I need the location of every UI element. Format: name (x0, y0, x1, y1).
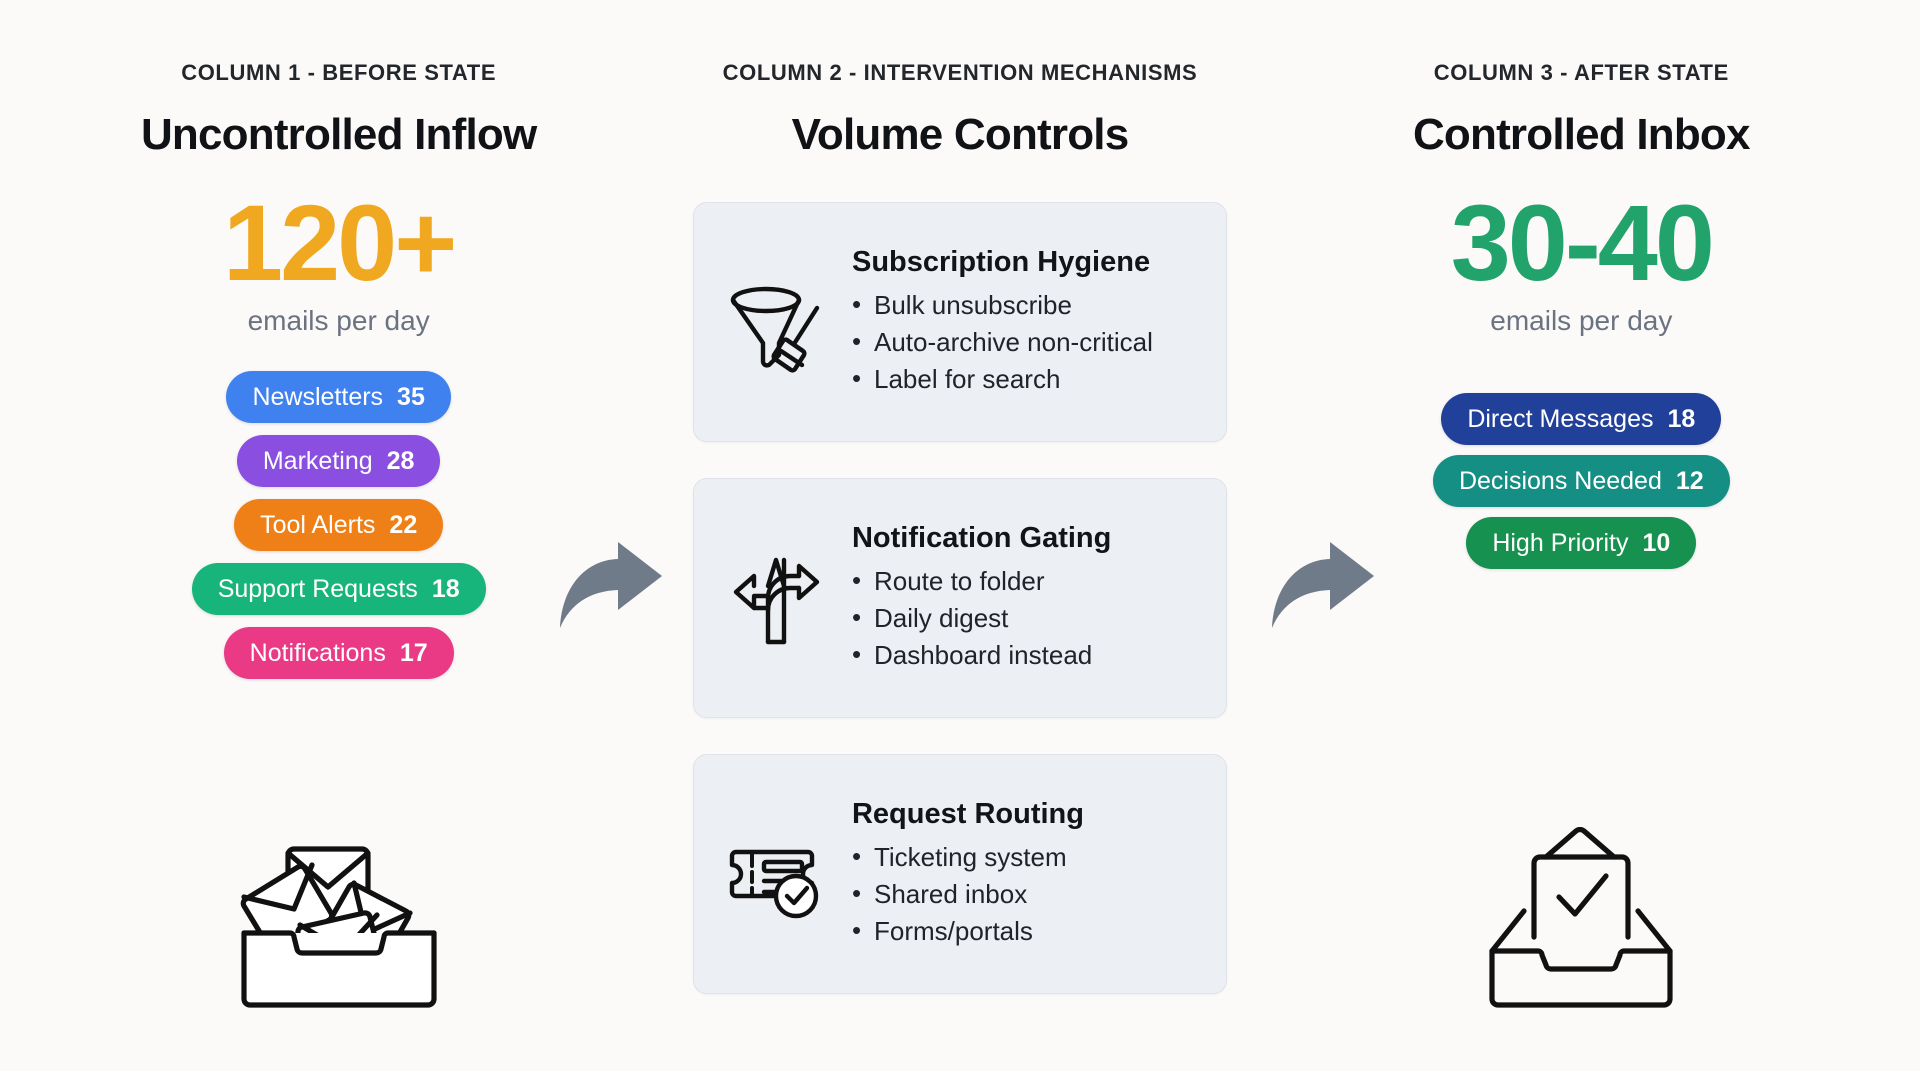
pill-support-requests[interactable]: Support Requests 18 (191, 563, 486, 616)
card-bullet: Auto-archive non-critical (852, 323, 1200, 361)
column-after-state: COLUMN 3 - AFTER STATE Controlled Inbox … (1271, 40, 1892, 1051)
column-1-kicker: COLUMN 1 - BEFORE STATE (181, 60, 497, 85)
card-body: Notification Gating Route to folder Dail… (852, 522, 1200, 674)
after-illustration (1476, 827, 1686, 1017)
after-volume-stat: 30-40 (1450, 182, 1715, 303)
funnel-broom-icon (730, 286, 820, 373)
card-icon-slot (720, 270, 832, 374)
card-bullet-list: Ticketing system Shared inbox Forms/port… (852, 838, 1200, 950)
card-bullet: Shared inbox (852, 875, 1200, 913)
ticket-check-icon (729, 849, 819, 919)
card-title: Request Routing (851, 798, 1084, 831)
pill-tool-alerts[interactable]: Tool Alerts 22 (234, 499, 444, 552)
pill-count: 28 (386, 446, 415, 475)
column-before-state: COLUMN 1 - BEFORE STATE Uncontrolled Inf… (28, 40, 649, 1051)
pill-marketing[interactable]: Marketing 28 (236, 435, 441, 488)
card-request-routing[interactable]: Request Routing Ticketing system Shared … (692, 754, 1227, 994)
pill-count: 18 (431, 574, 460, 603)
inbox-check-icon (1489, 827, 1673, 1008)
column-3-kicker: COLUMN 3 - AFTER STATE (1433, 60, 1729, 85)
card-body: Request Routing Ticketing system Shared … (852, 798, 1200, 950)
pill-count: 12 (1675, 466, 1704, 495)
pill-label: Direct Messages (1467, 404, 1654, 433)
pill-label: Notifications (249, 638, 386, 667)
before-illustration (224, 827, 454, 1017)
card-body: Subscription Hygiene Bulk unsubscribe Au… (852, 246, 1200, 398)
pill-count: 35 (397, 382, 425, 411)
pill-label: Support Requests (217, 574, 418, 603)
intervention-card-list: Subscription Hygiene Bulk unsubscribe Au… (692, 202, 1227, 994)
card-bullet: Forms/portals (852, 912, 1200, 950)
three-way-arrow-icon (733, 557, 820, 645)
overflowing-inbox-icon (240, 846, 437, 1008)
pill-count: 17 (399, 638, 428, 667)
pill-count: 22 (389, 510, 418, 539)
after-volume-caption: emails per day (1490, 305, 1673, 337)
after-category-pill-stack: Direct Messages 18 Decisions Needed 12 H… (1432, 393, 1730, 570)
pill-count: 18 (1667, 404, 1696, 433)
before-category-pill-stack: Newsletters 35 Marketing 28 Tool Alerts … (191, 371, 486, 680)
pill-label: Tool Alerts (260, 510, 376, 539)
column-2-headline: Volume Controls (791, 110, 1130, 159)
column-1-headline: Uncontrolled Inflow (140, 110, 537, 159)
card-bullet-list: Route to folder Daily digest Dashboard i… (852, 562, 1200, 674)
column-3-headline: Controlled Inbox (1412, 110, 1751, 159)
card-bullet: Ticketing system (852, 838, 1200, 876)
column-2-kicker: COLUMN 2 - INTERVENTION MECHANISMS (722, 60, 1198, 85)
pill-decisions-needed[interactable]: Decisions Needed 12 (1432, 455, 1730, 508)
card-bullet: Bulk unsubscribe (852, 286, 1200, 324)
pill-direct-messages[interactable]: Direct Messages 18 (1441, 393, 1722, 446)
pill-newsletters[interactable]: Newsletters 35 (226, 371, 451, 424)
pill-count: 10 (1642, 528, 1671, 557)
pill-notifications[interactable]: Notifications 17 (223, 627, 454, 680)
card-icon-slot (720, 546, 832, 650)
card-bullet-list: Bulk unsubscribe Auto-archive non-critic… (852, 286, 1200, 398)
pill-high-priority[interactable]: High Priority 10 (1466, 517, 1697, 570)
card-subscription-hygiene[interactable]: Subscription Hygiene Bulk unsubscribe Au… (692, 202, 1227, 442)
card-bullet: Daily digest (852, 599, 1200, 637)
column-intervention-mechanisms: COLUMN 2 - INTERVENTION MECHANISMS Volum… (649, 40, 1270, 1051)
pill-label: Decisions Needed (1458, 466, 1662, 495)
before-volume-stat: 120+ (223, 182, 457, 303)
card-icon-slot (720, 822, 832, 926)
pill-label: High Priority (1492, 528, 1629, 557)
card-bullet: Dashboard instead (852, 636, 1200, 674)
card-title: Notification Gating (851, 522, 1112, 555)
card-title: Subscription Hygiene (851, 246, 1151, 279)
pill-label: Marketing (262, 446, 373, 475)
before-volume-caption: emails per day (247, 305, 430, 337)
card-bullet: Label for search (852, 360, 1200, 398)
pill-label: Newsletters (252, 382, 384, 411)
card-notification-gating[interactable]: Notification Gating Route to folder Dail… (692, 478, 1227, 718)
card-bullet: Route to folder (852, 562, 1200, 600)
